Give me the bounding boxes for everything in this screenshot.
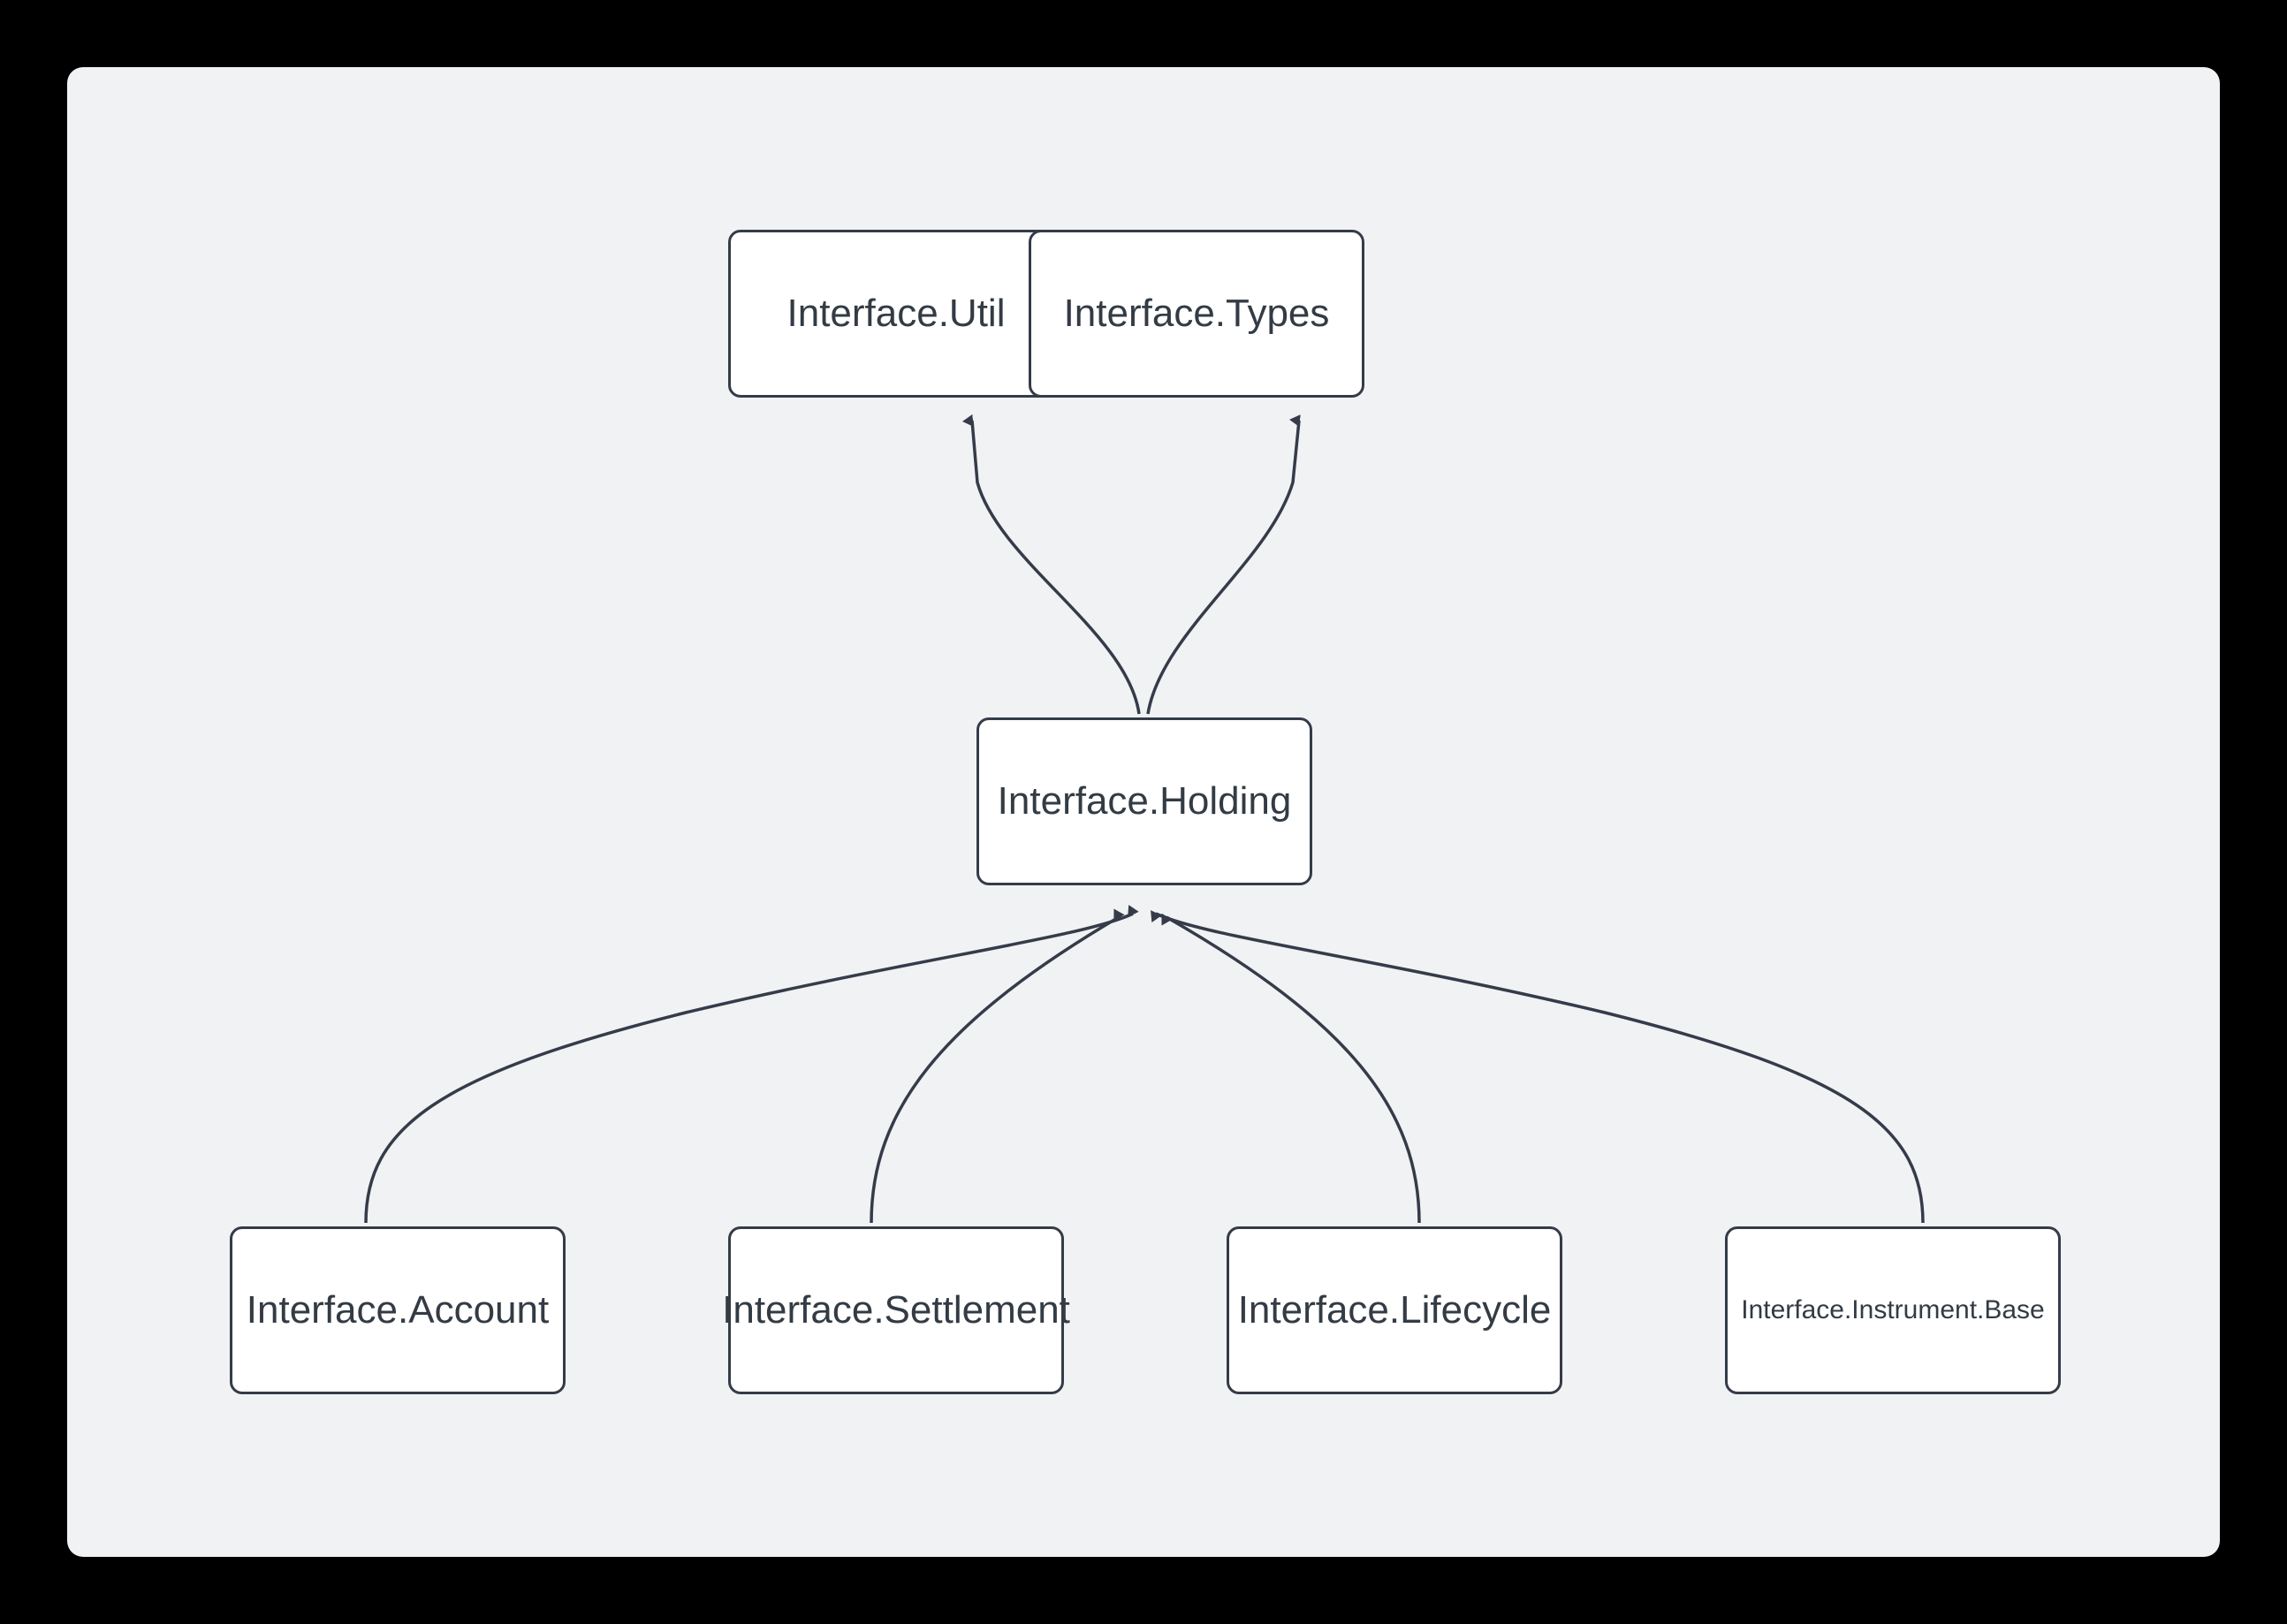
node-interface-types[interactable]: Interface.Types [1029,230,1364,398]
edge-lifecycle-to-holding [1161,913,1421,1224]
node-label: Interface.Util [786,292,1006,335]
node-interface-instrument-base[interactable]: Interface.Instrument.Base [1725,1226,2061,1394]
node-label: Interface.Holding [997,779,1292,823]
edge-account-to-holding [364,905,1139,1224]
node-label: Interface.Lifecycle [1237,1288,1552,1332]
edge-holding-to-types [1146,414,1301,715]
node-label: Interface.Instrument.Base [1741,1295,2045,1324]
edge-holding-to-util [962,414,1141,715]
node-interface-settlement[interactable]: Interface.Settlement [722,1226,1070,1394]
edge-settlement-to-holding [870,908,1125,1224]
node-interface-util[interactable]: Interface.Util [728,230,1064,398]
node-label: Interface.Account [246,1288,550,1332]
node-label: Interface.Types [1063,292,1330,335]
diagram-canvas: Interface.Util Interface.Types Interface… [67,67,2220,1557]
node-interface-lifecycle[interactable]: Interface.Lifecycle [1227,1226,1562,1394]
node-label: Interface.Settlement [722,1288,1070,1332]
edge-instrument-to-holding [1151,910,1925,1224]
node-interface-account[interactable]: Interface.Account [230,1226,566,1394]
node-interface-holding[interactable]: Interface.Holding [976,717,1312,885]
